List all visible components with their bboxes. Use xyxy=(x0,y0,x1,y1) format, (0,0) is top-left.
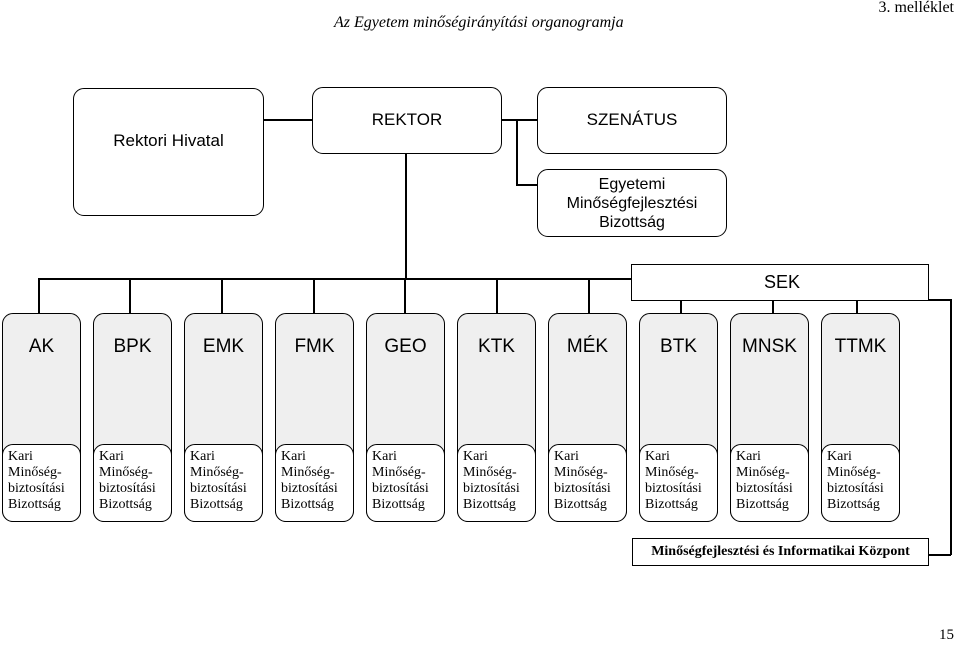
faculty-committee-text: biztosítási xyxy=(554,481,611,496)
faculty-code: AK xyxy=(28,336,55,357)
faculty-committee-text: biztosítási xyxy=(99,481,156,496)
senate-box: SZENÁTUS xyxy=(537,87,727,154)
connector-faculty-drop xyxy=(588,278,590,314)
rectors-office-box: Rektori Hivatal xyxy=(73,88,264,216)
faculty-committee-text: biztosítási xyxy=(736,481,793,496)
connector-faculty-drop xyxy=(313,278,315,314)
faculty-committee-text: Kari xyxy=(463,449,488,464)
faculty-committee-text: Kari xyxy=(8,449,33,464)
university-quality-committee-box: Egyetemi Minőségfejlesztési Bizottság xyxy=(537,169,727,237)
connector-senate-committee xyxy=(516,119,518,185)
faculty-committee-text: Minőség- xyxy=(463,465,517,480)
faculty-committee-text: Minőség- xyxy=(736,465,790,480)
quality-it-center-box: Minőségfejlesztési és Informatikai Közpo… xyxy=(632,538,929,566)
faculty-committee-text: biztosítási xyxy=(281,481,338,496)
faculty-code: MNSK xyxy=(742,336,797,357)
faculty-committee-text: Minőség- xyxy=(827,465,881,480)
faculty-committee-text: Bizottság xyxy=(827,497,880,512)
faculty-committee-text: Bizottság xyxy=(645,497,698,512)
committee-line-3: Bizottság xyxy=(599,213,665,231)
connector-faculty-drop xyxy=(496,278,498,314)
faculty-committee-text: Bizottság xyxy=(8,497,61,512)
faculty-code: TTMK xyxy=(834,336,887,357)
connector-rector-senate xyxy=(501,119,538,121)
page-number: 15 xyxy=(939,627,954,643)
faculty-committee-text: Kari xyxy=(281,449,306,464)
connector-rector-down xyxy=(405,153,407,279)
connector-faculty-drop xyxy=(772,300,774,314)
quality-it-center-label: Minőségfejlesztési és Informatikai Közpo… xyxy=(651,544,910,559)
connector-sek-bus-v xyxy=(950,299,952,555)
connector-faculty-drop xyxy=(680,300,682,314)
faculty-committee-text: Kari xyxy=(645,449,670,464)
faculty-committee-text: biztosítási xyxy=(827,481,884,496)
faculty-committee-text: Minőség- xyxy=(554,465,608,480)
faculty-committee-text: Minőség- xyxy=(645,465,699,480)
rectors-office-label: Rektori Hivatal xyxy=(113,131,224,150)
committee-line-1: Egyetemi xyxy=(598,175,666,193)
sek-label: SEK xyxy=(763,272,800,292)
annex-label: 3. melléklet xyxy=(878,0,954,16)
connector-rector-office xyxy=(263,119,313,121)
faculty-code: BPK xyxy=(113,336,152,357)
faculty-committee-text: biztosítási xyxy=(372,481,429,496)
connector-faculty-drop xyxy=(129,278,131,314)
faculty-code: GEO xyxy=(384,336,427,357)
faculty-committee-text: Minőség- xyxy=(8,465,62,480)
faculty-committee-text: Minőség- xyxy=(99,465,153,480)
faculty-committee-text: Bizottság xyxy=(99,497,152,512)
faculty-committee-text: Minőség- xyxy=(372,465,426,480)
faculty-committee-text: Bizottság xyxy=(190,497,243,512)
faculty-committee-text: Bizottság xyxy=(281,497,334,512)
page-title: Az Egyetem minőségirányítási organogramj… xyxy=(334,14,624,31)
connector-senate-committee-h xyxy=(516,184,538,186)
faculty-committee-text: Minőség- xyxy=(281,465,335,480)
faculty-committee-text: biztosítási xyxy=(645,481,702,496)
faculty-committee-text: biztosítási xyxy=(190,481,247,496)
connector-faculty-drop xyxy=(38,278,40,314)
connector-faculty-drop xyxy=(221,278,223,314)
connector-sek-bus xyxy=(928,299,951,301)
connector-faculty-bus xyxy=(38,278,632,280)
connector-center xyxy=(928,554,951,556)
faculty-committee-text: Bizottság xyxy=(372,497,425,512)
faculty-committee-text: Kari xyxy=(372,449,397,464)
committee-line-2: Minőségfejlesztési xyxy=(566,194,698,212)
faculty-committee-text: Bizottság xyxy=(463,497,516,512)
faculty-code: EMK xyxy=(202,336,245,357)
faculty-committee-text: biztosítási xyxy=(463,481,520,496)
faculty-code: FMK xyxy=(294,336,335,357)
faculty-committee-text: Kari xyxy=(190,449,215,464)
faculty-committee-text: Kari xyxy=(554,449,579,464)
faculty-code: MÉK xyxy=(566,336,609,357)
connector-faculty-drop xyxy=(404,278,406,314)
rector-label: REKTOR xyxy=(371,110,443,129)
sek-box: SEK xyxy=(631,264,929,301)
faculty-code: KTK xyxy=(478,336,515,357)
faculty-committee-text: Kari xyxy=(99,449,124,464)
faculty-committee-text: Kari xyxy=(827,449,852,464)
faculty-committee-text: Minőség- xyxy=(190,465,244,480)
faculty-committee-text: biztosítási xyxy=(8,481,65,496)
connector-faculty-drop xyxy=(856,300,858,314)
faculty-committee-text: Kari xyxy=(736,449,761,464)
faculty-code: BTK xyxy=(660,336,697,357)
faculty-committee-text: Bizottság xyxy=(736,497,789,512)
faculty-committee-text: Bizottság xyxy=(554,497,607,512)
rector-box: REKTOR xyxy=(312,87,502,154)
senate-label: SZENÁTUS xyxy=(586,110,678,129)
